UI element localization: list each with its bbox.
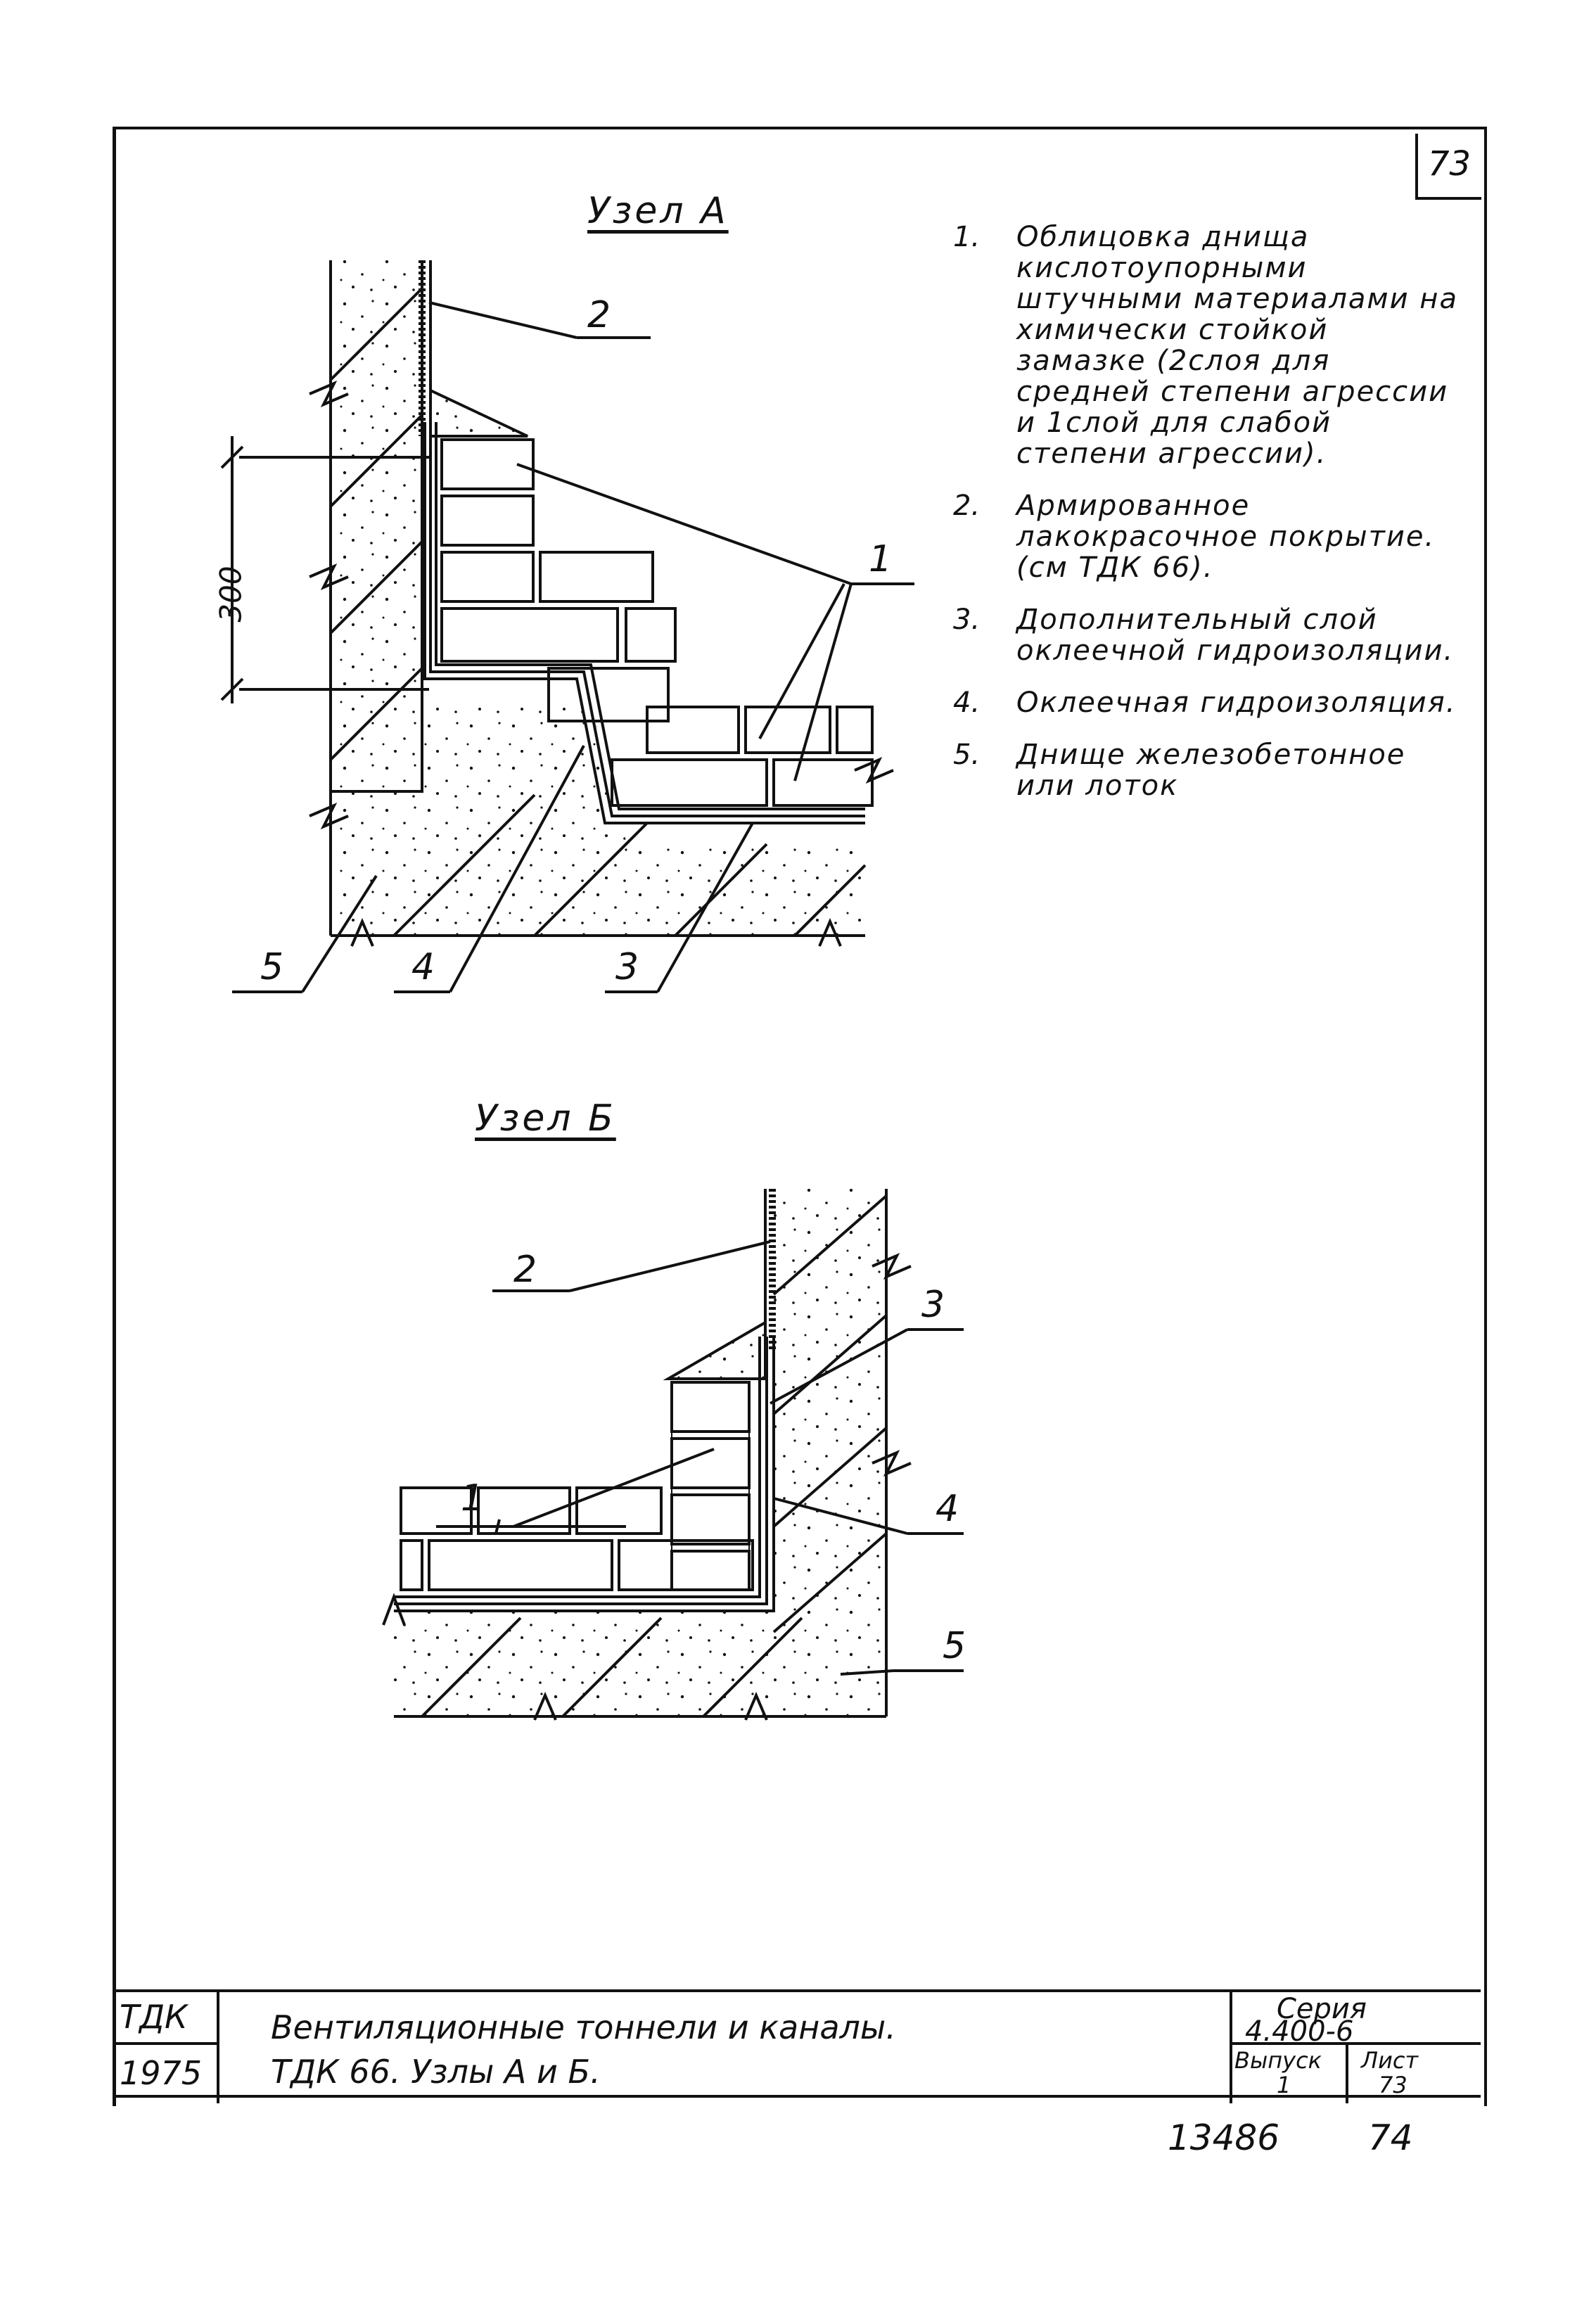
title-block-title-line2: ТДК 66. Узлы А и Б. bbox=[271, 2053, 601, 2091]
node-a-wall-concrete bbox=[331, 260, 422, 788]
note-number: 5. bbox=[953, 739, 981, 771]
node-b-callout-2: 2 bbox=[513, 1249, 537, 1291]
title-block-year: 1975 bbox=[120, 2054, 203, 2092]
note-text: Армированное лакокрасочное покрытие. (см… bbox=[1016, 490, 1436, 584]
node-a-dimension-300: 300 bbox=[213, 566, 248, 623]
node-b-callout-4: 4 bbox=[936, 1488, 959, 1530]
note-text: Дополнительный слой оклеечной гидроизоля… bbox=[1016, 604, 1455, 667]
node-a-title: Узел А bbox=[587, 190, 729, 232]
node-b-callout-3: 3 bbox=[921, 1284, 945, 1326]
title-block-series-value: 4.400-6 bbox=[1245, 2015, 1354, 2048]
node-a-callout-1: 1 bbox=[869, 538, 893, 580]
note-text: Облицовка днища кислотоупорными штучными… bbox=[1016, 221, 1458, 470]
note-number: 4. bbox=[953, 687, 981, 719]
archive-number: 13486 bbox=[1168, 2117, 1280, 2158]
node-b-drawing bbox=[382, 1189, 964, 1721]
sheet-frame bbox=[113, 127, 1487, 2106]
node-a-drawing bbox=[220, 260, 914, 993]
node-a-callout-4: 4 bbox=[411, 946, 435, 988]
title-block-sheet-label: Лист bbox=[1361, 2047, 1419, 2074]
note-item: 4. Оклеечная гидроизоляция. bbox=[953, 687, 1467, 718]
node-a-callout-2: 2 bbox=[587, 294, 611, 336]
note-number: 1. bbox=[953, 221, 981, 253]
page-number: 74 bbox=[1368, 2117, 1413, 2158]
note-number: 3. bbox=[953, 604, 981, 636]
sheet-number-box bbox=[1415, 134, 1481, 200]
note-item: 2. Армированное лакокрасочное покрытие. … bbox=[953, 490, 1467, 583]
node-b-callout-5: 5 bbox=[943, 1625, 966, 1667]
note-item: 1. Облицовка днища кислотоупорными штучн… bbox=[953, 222, 1467, 469]
node-a-callout-3: 3 bbox=[615, 946, 639, 988]
title-block-issue-label: Выпуск bbox=[1234, 2047, 1322, 2074]
notes-list: 1. Облицовка днища кислотоупорными штучн… bbox=[953, 222, 1467, 822]
title-block-lines bbox=[113, 1989, 1481, 2103]
note-text: Днище железобетонное или лоток bbox=[1016, 739, 1406, 802]
title-block-issue-value: 1 bbox=[1277, 2072, 1291, 2098]
title-block-series-label: Серия bbox=[1277, 1993, 1367, 2025]
title-block-title-line1: Вентиляционные тоннели и каналы. bbox=[271, 2008, 896, 2046]
note-item: 5. Днище железобетонное или лоток bbox=[953, 739, 1467, 801]
node-b-title: Узел Б bbox=[475, 1097, 616, 1140]
node-a-callout-5: 5 bbox=[260, 946, 284, 988]
node-b-callout-1: 1 bbox=[461, 1477, 485, 1519]
title-block-org: ТДК bbox=[120, 1998, 188, 2036]
note-number: 2. bbox=[953, 490, 981, 522]
sheet-number-corner: 73 bbox=[1428, 144, 1471, 184]
note-item: 3. Дополнительный слой оклеечной гидроиз… bbox=[953, 604, 1467, 666]
note-text: Оклеечная гидроизоляция. bbox=[1016, 687, 1457, 719]
title-block-sheet-value: 73 bbox=[1379, 2072, 1407, 2098]
